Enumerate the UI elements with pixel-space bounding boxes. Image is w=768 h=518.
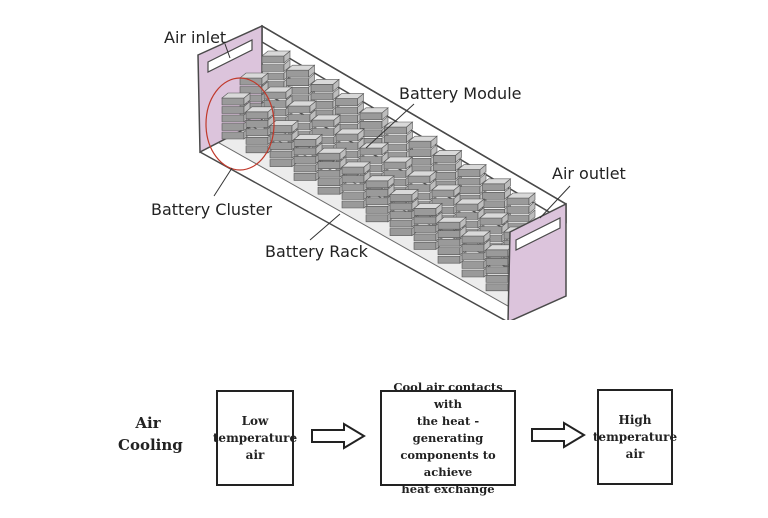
battery-stack xyxy=(389,188,419,237)
arrow-right-icon xyxy=(311,422,366,450)
battery-module-leader xyxy=(365,103,415,149)
air-outlet-slot xyxy=(515,217,561,251)
air-cooling-title: Air Cooling xyxy=(118,412,183,456)
step2-line: the heat - generating xyxy=(412,413,484,445)
battery-stack xyxy=(269,119,299,168)
air-inlet-slot xyxy=(207,39,253,73)
step3-line: High xyxy=(618,412,652,427)
flow-arrow-2 xyxy=(531,421,586,449)
battery-stack xyxy=(461,230,491,278)
air-inlet-label: Air inlet xyxy=(164,28,227,47)
battery-cluster-leader xyxy=(213,167,233,197)
air-inlet-leader xyxy=(224,43,231,59)
right-end-wall xyxy=(507,202,567,320)
battery-rack-leader xyxy=(309,213,341,241)
step3-line: temperature xyxy=(592,429,678,444)
battery-module-label: Battery Module xyxy=(399,84,522,103)
step1-line: Low xyxy=(241,413,269,428)
battery-cluster-label: Battery Cluster xyxy=(151,200,273,219)
flow-arrow-1 xyxy=(311,422,366,450)
air-cooling-title-line1: Air xyxy=(135,414,161,432)
low-temperature-air-box: Low temperature air xyxy=(212,390,298,486)
arrow-right-icon xyxy=(531,421,586,449)
step2-line: heat exchange xyxy=(401,481,495,496)
battery-stack xyxy=(317,147,347,195)
step2-line: Cool air contacts with xyxy=(393,379,503,411)
container-diagram xyxy=(197,24,571,320)
battery-rack-label: Battery Rack xyxy=(265,242,368,261)
step2-line: components to achieve xyxy=(400,447,496,479)
step1-line: air xyxy=(245,447,265,462)
air-outlet-leader xyxy=(539,185,571,219)
battery-stack xyxy=(221,92,251,140)
container-top-edge xyxy=(261,25,567,205)
heat-exchange-box: Cool air contacts with the heat - genera… xyxy=(380,380,516,496)
step1-line: temperature xyxy=(212,430,298,445)
battery-stack xyxy=(437,216,467,264)
container-bottom-edge xyxy=(199,151,506,320)
high-temperature-air-box: High temperature air xyxy=(593,389,677,485)
battery-cluster-circle xyxy=(205,77,275,171)
battery-stack xyxy=(245,106,275,154)
step3-line: air xyxy=(625,446,645,461)
air-outlet-label: Air outlet xyxy=(552,164,626,183)
air-cooling-title-line2: Cooling xyxy=(118,436,183,454)
